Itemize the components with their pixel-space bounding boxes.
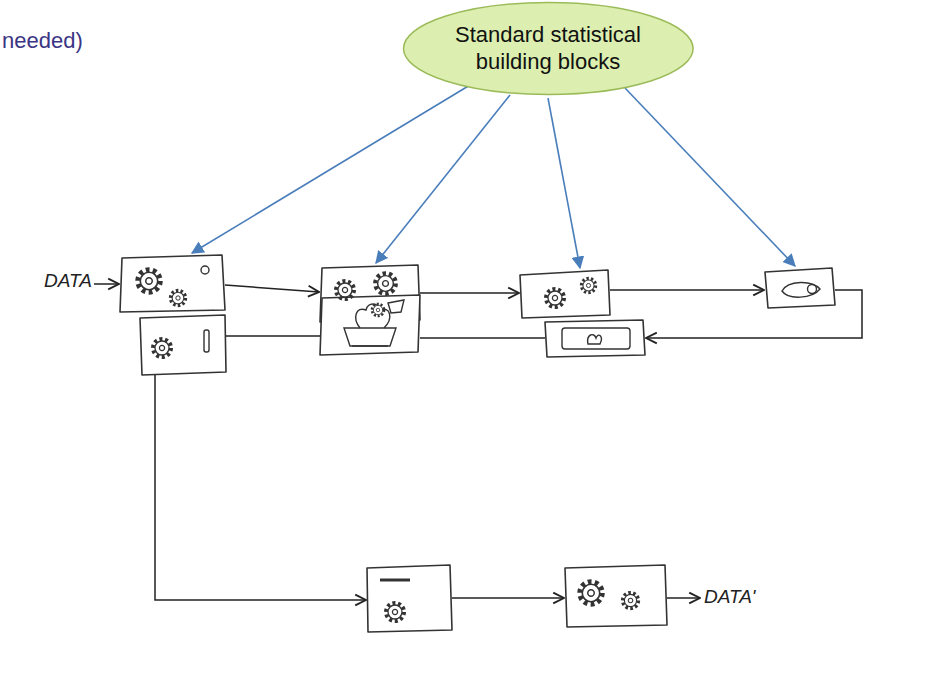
flow-arrow — [420, 292, 519, 294]
sketch-box — [367, 565, 452, 632]
cut-off-note: needed) — [2, 28, 83, 54]
sketch-box — [320, 295, 420, 355]
box-icons — [138, 266, 820, 621]
blue-arrow — [625, 88, 795, 266]
blue-arrows — [192, 85, 795, 268]
sketch-box — [140, 315, 226, 375]
sketch-boxes — [120, 255, 835, 632]
flow-arrow — [646, 290, 862, 338]
blue-arrow — [376, 95, 510, 263]
data-label: DATA — [44, 270, 92, 292]
flow-arrow — [610, 289, 764, 291]
ellipse-node: Standard statistical building blocks — [402, 1, 695, 96]
sketch-box — [520, 270, 610, 318]
data-label: DATA' — [704, 586, 755, 608]
sketch-box — [765, 268, 835, 308]
sketch-box — [120, 255, 225, 312]
flow-line — [226, 335, 320, 337]
sketch-box — [565, 565, 667, 627]
node-label: Standard statistical building blocks — [433, 22, 663, 75]
flow-arrow — [155, 375, 366, 600]
flow-line — [420, 337, 545, 339]
flow-arrow — [667, 597, 700, 599]
flow-lines — [94, 284, 862, 600]
flow-arrow — [452, 597, 564, 599]
sketch-box — [545, 320, 645, 357]
flow-arrow — [94, 283, 119, 285]
flow-arrow — [225, 285, 319, 292]
blue-arrow — [192, 85, 470, 253]
blue-arrow — [548, 98, 580, 268]
